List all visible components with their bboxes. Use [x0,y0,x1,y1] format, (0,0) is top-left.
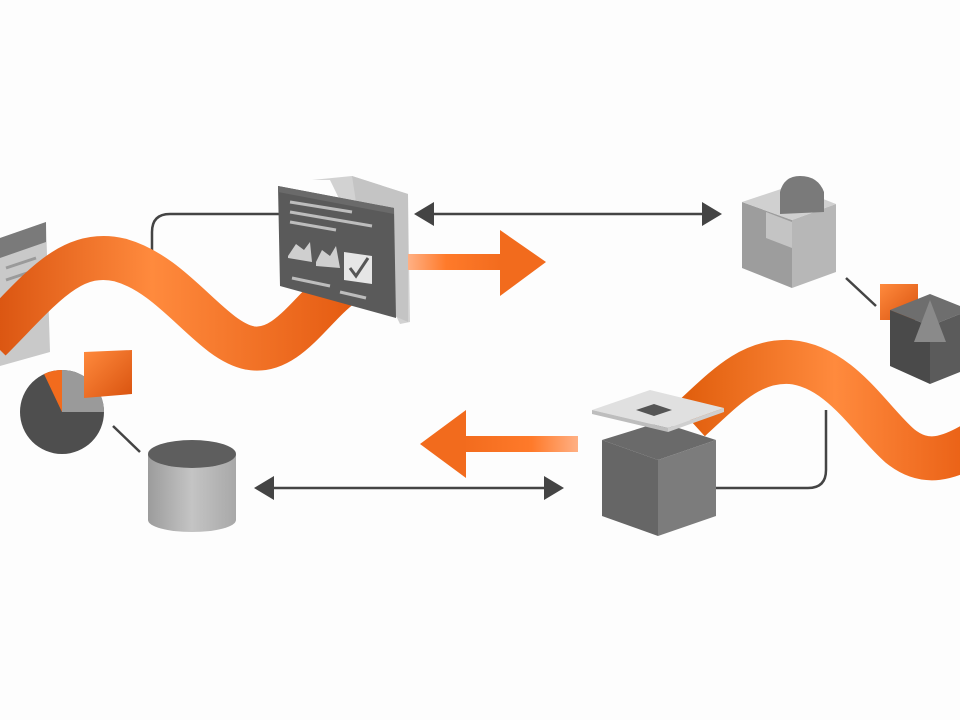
connector-package-loop [716,410,828,490]
double-arrow-top [414,202,722,226]
flow-arrow-left-icon [420,410,578,478]
double-arrow-bottom [254,476,564,500]
connector-openbox-cube [845,277,877,307]
flow-arrow-right-icon [408,230,546,296]
database-cylinder-icon [148,440,236,532]
pie-chart-icon [20,369,104,454]
orange-square-icon [84,350,132,398]
package-box-icon [592,390,724,536]
connector-pie-database [112,425,141,453]
open-box-icon [742,176,836,288]
cube-with-cone-icon [890,294,960,384]
connector-dashboard-loop [150,212,282,268]
dashboard-card-icon [278,176,410,324]
data-flow-wave-left [0,236,363,371]
data-flow-wave-right [675,339,960,481]
